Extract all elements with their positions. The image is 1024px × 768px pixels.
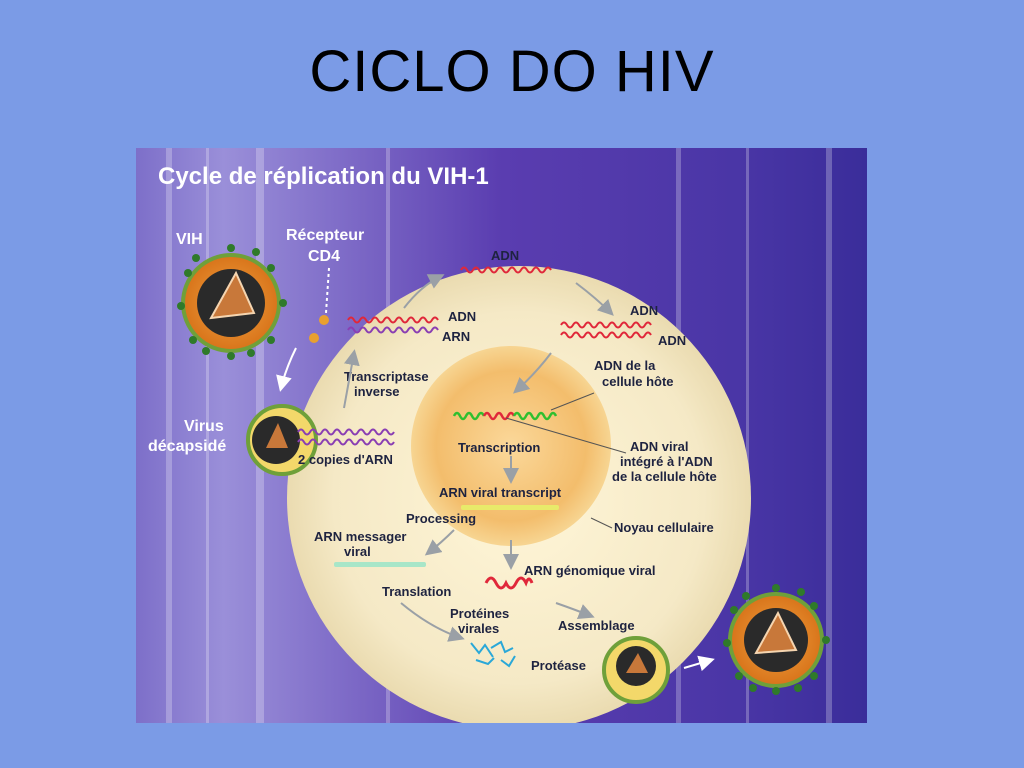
label-noyau: Noyau cellulaire bbox=[614, 520, 714, 535]
label-transcription: Transcription bbox=[458, 440, 540, 455]
label-recepteur-1: Récepteur bbox=[286, 227, 364, 244]
cell-nucleus bbox=[411, 346, 611, 546]
label-adn-cellule-1: ADN de la bbox=[594, 358, 656, 373]
genomic-rna-icon bbox=[484, 576, 534, 590]
label-arn-messager-2: viral bbox=[344, 544, 371, 559]
label-processing: Processing bbox=[406, 511, 476, 526]
mrna-bar bbox=[334, 562, 426, 567]
label-assemblage: Assemblage bbox=[558, 618, 635, 633]
decapsidated-virus-icon bbox=[246, 404, 318, 476]
hiv-cycle-figure: Cycle de réplication du VIH-1 VIH Récept… bbox=[136, 148, 867, 723]
label-arn-hybrid: ARN bbox=[442, 329, 470, 344]
label-virus-1: Virus bbox=[184, 418, 224, 435]
rna-copies-icon bbox=[297, 428, 395, 446]
arrow-entry bbox=[276, 347, 297, 392]
label-adn-viral-1: ADN viral bbox=[630, 439, 689, 454]
pointer-adn-viral bbox=[505, 417, 627, 454]
label-adn-double-2: ADN bbox=[658, 333, 686, 348]
label-protease: Protéase bbox=[531, 658, 586, 673]
integrated-dna-icon bbox=[452, 411, 558, 421]
arrow-rt bbox=[343, 349, 360, 409]
arrow-to-nucleus bbox=[513, 352, 552, 394]
label-transcriptase-1: Transcriptase bbox=[344, 369, 429, 384]
label-arn-messager-1: ARN messager bbox=[314, 529, 407, 544]
label-adn-viral-2: intégré à l'ADN bbox=[620, 454, 713, 469]
label-copies-arn: 2 copies d'ARN bbox=[298, 452, 393, 467]
dna-single-icon bbox=[460, 266, 552, 274]
label-proteines-2: virales bbox=[458, 621, 499, 636]
label-translation: Translation bbox=[382, 584, 451, 599]
pointer-noyau bbox=[590, 517, 613, 529]
viral-proteins-icon bbox=[470, 640, 516, 668]
mature-virion-icon bbox=[723, 584, 830, 695]
label-adn-double-1: ADN bbox=[630, 303, 658, 318]
label-arn-viral-transcript: ARN viral transcript bbox=[439, 485, 562, 500]
label-vih: VIH bbox=[176, 231, 203, 248]
figure-title: Cycle de réplication du VIH-1 bbox=[158, 163, 489, 190]
dna-rna-hybrid-icon bbox=[347, 316, 439, 334]
label-adn-cellule-2: cellule hôte bbox=[602, 374, 674, 389]
label-adn-hybrid: ADN bbox=[448, 309, 476, 324]
label-virus-2: décapsidé bbox=[148, 438, 226, 455]
label-recepteur-2: CD4 bbox=[308, 248, 340, 265]
rna-transcript-bar bbox=[461, 505, 559, 510]
pointer-cellule bbox=[550, 392, 595, 411]
label-adn-top: ADN bbox=[491, 248, 519, 263]
slide-title: CICLO DO HIV bbox=[309, 39, 715, 104]
arrow-release bbox=[683, 655, 715, 672]
budding-virus-icon bbox=[602, 636, 670, 704]
cd4-receptor-icon bbox=[309, 267, 330, 343]
arrow-to-top-dna bbox=[403, 274, 445, 309]
arrow-translation bbox=[400, 602, 465, 642]
label-arn-genomique: ARN génomique viral bbox=[524, 563, 655, 578]
arrow-assemblage bbox=[555, 602, 595, 619]
dna-double-icon bbox=[560, 321, 652, 339]
label-adn-viral-3: de la cellule hôte bbox=[612, 469, 717, 484]
arrow-processing bbox=[424, 529, 455, 556]
hiv-virion-icon bbox=[177, 244, 287, 360]
label-transcriptase-2: inverse bbox=[354, 384, 400, 399]
label-proteines-1: Protéines bbox=[450, 606, 509, 621]
arrow-to-double-dna bbox=[575, 282, 614, 316]
